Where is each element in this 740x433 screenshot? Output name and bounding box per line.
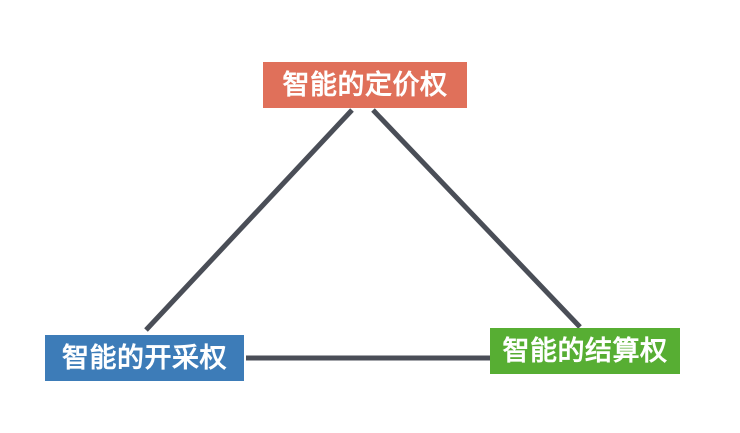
node-mining-label: 智能的开采权 [62, 342, 227, 374]
node-mining[interactable]: 智能的开采权 [45, 335, 244, 381]
edge-pricing-settlement [371, 108, 582, 329]
node-pricing-label: 智能的定价权 [282, 69, 448, 101]
node-settlement-label: 智能的结算权 [502, 335, 668, 367]
node-settlement[interactable]: 智能的结算权 [490, 328, 680, 374]
edge-pricing-mining [144, 108, 354, 332]
node-pricing[interactable]: 智能的定价权 [263, 62, 467, 108]
